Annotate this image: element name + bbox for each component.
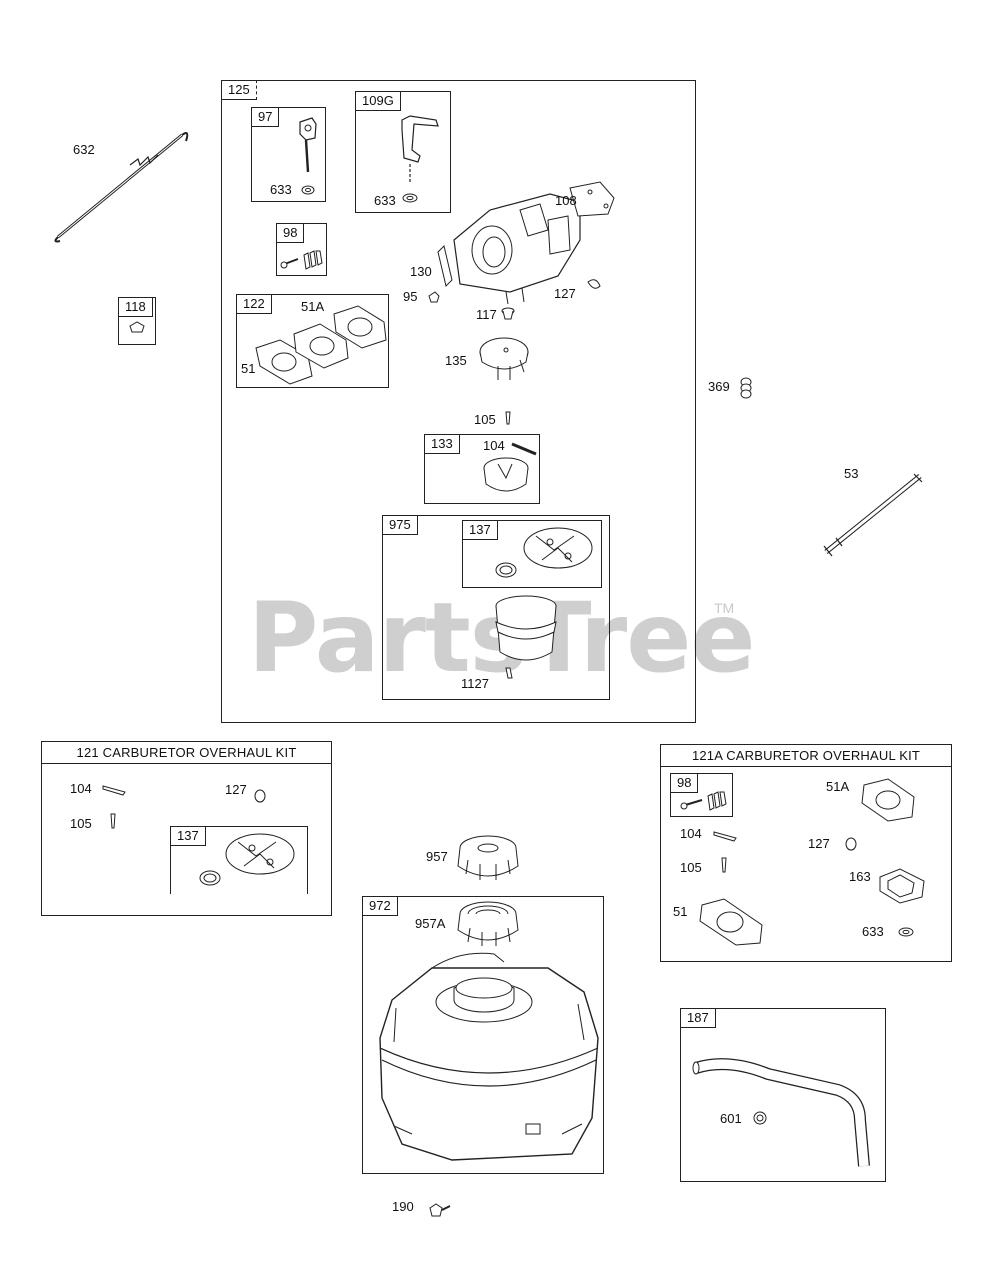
group-972-box: 972	[362, 896, 604, 1174]
part-369-label: 369	[708, 379, 730, 394]
float-bowl-133-drawing	[480, 440, 540, 502]
kit-121-title: 121 CARBURETOR OVERHAUL KIT	[42, 742, 331, 764]
part-633-label: 633	[270, 182, 292, 197]
part-957-label: 957	[426, 849, 448, 864]
group-98-box: 98	[276, 223, 327, 276]
group-975-tag: 975	[382, 515, 418, 535]
group-125-tag: 125	[221, 80, 257, 100]
part-127-label: 127	[808, 836, 830, 851]
bowl-975-drawing	[490, 592, 560, 682]
seal-369-drawing	[738, 376, 754, 400]
pin-104-drawing	[101, 782, 129, 796]
pin-105-drawing	[502, 410, 514, 426]
pin-105-drawing	[107, 812, 119, 830]
part-104-label: 104	[680, 826, 702, 841]
kit-121a-title: 121A CARBURETOR OVERHAUL KIT	[661, 745, 951, 767]
screw-190-drawing	[428, 1200, 454, 1220]
part-1127-label: 1127	[461, 676, 489, 691]
part-633-label: 633	[862, 924, 884, 939]
part-190-label: 190	[392, 1199, 414, 1214]
part-51-label: 51	[241, 361, 256, 376]
choke-lever-drawing	[290, 110, 325, 200]
group-97-box: 97	[251, 107, 326, 202]
plug-118-drawing	[128, 320, 146, 334]
part-51-label: 51	[673, 904, 688, 919]
fuel-line-drawing	[688, 1050, 878, 1180]
screw-95-drawing	[427, 290, 441, 304]
washer-633-drawing	[897, 925, 915, 939]
fuel-tank-drawing	[372, 948, 604, 1172]
part-135-label: 135	[445, 353, 467, 368]
shaft-53-drawing	[818, 470, 928, 560]
part-105-label: 105	[474, 412, 496, 427]
group-187-tag: 187	[680, 1008, 716, 1028]
kit-121a-98-tag: 98	[670, 773, 699, 793]
group-975-box: 975	[382, 515, 610, 700]
part-95-label: 95	[403, 289, 418, 304]
part-105-label: 105	[680, 860, 702, 875]
kit-121a-98-box: 98	[670, 773, 733, 817]
gaskets-drawing	[250, 300, 390, 386]
link-632-drawing	[50, 125, 195, 245]
part-53-label: 53	[844, 466, 859, 481]
group-133-tag: 133	[424, 434, 460, 454]
part-127-label: 127	[225, 782, 247, 797]
group-97-tag: 97	[251, 107, 280, 127]
part-51a-label: 51A	[301, 299, 325, 314]
group-118-tag: 118	[118, 297, 153, 317]
kit-121-box: 121 CARBURETOR OVERHAUL KIT	[41, 741, 332, 916]
idle-screw-drawing	[278, 245, 326, 273]
part-130-label: 130	[410, 264, 432, 279]
group-137-tag: 137	[462, 520, 498, 540]
part-163-label: 163	[849, 869, 871, 884]
group-98-tag: 98	[276, 223, 305, 243]
kit-121-137-box: 137	[170, 826, 308, 894]
gasket-51a-drawing	[858, 775, 918, 825]
pin-104-drawing	[712, 828, 740, 842]
kit-121-137-tag: 137	[170, 826, 206, 846]
clamp-601-drawing	[750, 1108, 770, 1128]
oring-127-drawing	[843, 835, 859, 853]
gasket-51-drawing	[696, 895, 768, 947]
part-957a-label: 957A	[415, 916, 446, 931]
oring-127-drawing	[252, 788, 268, 804]
part-117-label: 117	[476, 307, 497, 322]
part-633-label: 633	[374, 193, 396, 208]
group-118-box: 118	[118, 297, 156, 345]
kit-121a-box: 121A CARBURETOR OVERHAUL KIT	[660, 744, 952, 962]
throttle-lever-drawing	[390, 110, 450, 210]
pin-105-drawing	[718, 856, 730, 874]
part-51a-label: 51A	[826, 779, 850, 794]
group-122-tag: 122	[236, 294, 272, 314]
idle-screw-drawing	[678, 786, 734, 814]
part-108-label: 108	[555, 193, 577, 208]
part-105-label: 105	[70, 816, 92, 831]
group-137-box: 137	[462, 520, 602, 588]
group-122-box: 122	[236, 294, 389, 388]
watermark-trademark: TM	[714, 600, 735, 616]
part-632-label: 632	[73, 142, 95, 157]
part-601-label: 601	[720, 1111, 742, 1126]
group-133-box: 133	[424, 434, 540, 504]
group-125-box: 125	[221, 80, 696, 723]
part-104-label: 104	[70, 781, 92, 796]
group-109g-tag: 109G	[355, 91, 401, 111]
part-127-label: 127	[554, 286, 576, 301]
fuel-cap-957-drawing	[452, 830, 524, 880]
group-109g-box: 109G	[355, 91, 451, 213]
gasket-163-drawing	[876, 865, 928, 905]
group-187-box: 187	[680, 1008, 886, 1182]
gasket-137-drawing	[196, 830, 304, 892]
fuel-cap-957a-drawing	[450, 898, 526, 946]
gasket-137-drawing	[488, 524, 596, 586]
part-104-label: 104	[483, 438, 505, 453]
float-135-drawing	[476, 334, 536, 380]
carburetor-drawing	[430, 180, 620, 320]
jet-117-drawing	[500, 306, 516, 322]
group-972-tag: 972	[362, 896, 398, 916]
